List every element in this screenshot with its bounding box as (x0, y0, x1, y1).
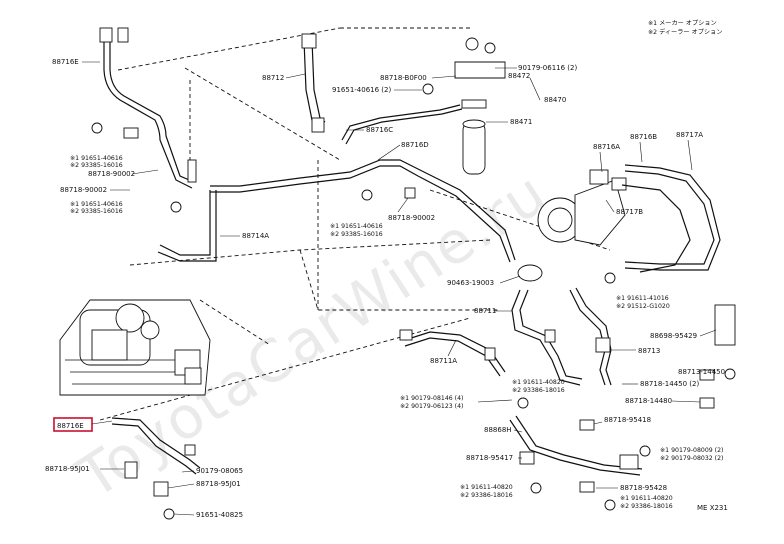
bolt-icon (604, 499, 616, 511)
highlight-box (53, 417, 93, 432)
label-88711A[interactable]: 88711A (430, 357, 457, 365)
part-labels: 88716E 88712 88718-B0F00 91651-40616 (2)… (45, 58, 728, 519)
bolt-icon (422, 83, 434, 95)
label-91611-41016[interactable]: ※1 91611-41016 (616, 295, 669, 302)
label-88718-95428[interactable]: 88718-95428 (620, 484, 667, 492)
bolt-icon (517, 397, 529, 409)
label-88718-95J01-b[interactable]: 88718-95J01 (196, 480, 241, 488)
label-90179-08146[interactable]: ※1 90179-08146 (4) (400, 395, 463, 402)
label-88718-90002-b[interactable]: 88718-90002 (60, 186, 107, 194)
label-88716C[interactable]: 88716C (366, 126, 393, 134)
bolt-icon (724, 368, 736, 380)
label-91611-40820-a[interactable]: ※1 91611-40820 (512, 379, 565, 386)
label-93385-16016-a[interactable]: ※2 93385-16016 (70, 162, 123, 169)
compressor (537, 169, 627, 246)
bolt-icon (361, 189, 373, 201)
label-91651-40616-2[interactable]: 91651-40616 (2) (332, 86, 391, 94)
clamps (123, 127, 736, 497)
label-91611-40820-c[interactable]: ※1 91611-40820 (620, 495, 673, 502)
label-88471[interactable]: 88471 (510, 118, 532, 126)
label-88716A[interactable]: 88716A (593, 143, 620, 151)
label-90179-08009[interactable]: ※1 90179-08009 (2) (660, 447, 723, 454)
label-88716D[interactable]: 88716D (401, 141, 429, 149)
label-88698-95429[interactable]: 88698-95429 (650, 332, 697, 340)
label-88718-95417[interactable]: 88718-95417 (466, 454, 513, 462)
label-88714A[interactable]: 88714A (242, 232, 269, 240)
label-88716B-top[interactable]: 88716B (630, 133, 657, 141)
label-91512-G1020[interactable]: ※2 91512-G1020 (616, 303, 670, 310)
label-91651-40616-c[interactable]: ※1 91651-40616 (330, 223, 383, 230)
legend-line-1: ※1 メーカー オプション (648, 20, 717, 27)
label-88712[interactable]: 88712 (262, 74, 284, 82)
label-88718-14450-2[interactable]: 88718-14450 (2) (640, 380, 699, 388)
label-88717B[interactable]: 88717B (616, 208, 643, 216)
label-93386-18016-b[interactable]: ※2 93386-18016 (460, 492, 513, 499)
label-91651-40825[interactable]: 91651-40825 (196, 511, 243, 519)
label-93386-18016-a[interactable]: ※2 93386-18016 (512, 387, 565, 394)
dashed-guides (99, 27, 611, 421)
label-93385-16016-b[interactable]: ※2 93385-16016 (70, 208, 123, 215)
label-90179-06116-2[interactable]: 90179-06116 (2) (518, 64, 577, 72)
label-88717A[interactable]: 88717A (676, 131, 703, 139)
label-91651-40616-a[interactable]: ※1 91651-40616 (70, 155, 123, 162)
label-88718-14480[interactable]: 88718-14480 (625, 397, 672, 405)
label-88713-14450[interactable]: 88713-14450 (678, 368, 725, 376)
label-88718-95418[interactable]: 88718-95418 (604, 416, 651, 424)
legend-line-2: ※2 ディーラー オプション (648, 28, 723, 36)
label-88716E-main[interactable]: 88716E (57, 422, 84, 430)
engine-block (59, 299, 211, 396)
label-88713[interactable]: 88713 (638, 347, 660, 355)
bolt-icon (163, 508, 175, 520)
label-88718-B0F00[interactable]: 88718-B0F00 (380, 74, 427, 82)
legend: ※1 メーカー オプション ※2 ディーラー オプション (648, 20, 723, 36)
label-88470[interactable]: 88470 (544, 96, 566, 104)
label-91651-40616-b[interactable]: ※1 91651-40616 (70, 201, 123, 208)
label-88868H[interactable]: 88868H (484, 426, 512, 434)
label-88472[interactable]: 88472 (508, 72, 530, 80)
label-88716E-top[interactable]: 88716E (52, 58, 79, 66)
bolt-icon (604, 272, 616, 284)
label-88718-95J01-a[interactable]: 88718-95J01 (45, 465, 90, 473)
label-90463-19003[interactable]: 90463-19003 (447, 279, 494, 287)
bolt-icon (91, 122, 103, 134)
label-90179-06123[interactable]: ※2 90179-06123 (4) (400, 403, 463, 410)
label-88718-90002-a[interactable]: 88718-90002 (88, 170, 135, 178)
pipes (99, 27, 721, 476)
label-88711[interactable]: 88711 (474, 307, 496, 315)
label-93386-18016-c[interactable]: ※2 93386-18016 (620, 503, 673, 510)
bolt-icon (639, 445, 651, 457)
label-88718-90002-c[interactable]: 88718-90002 (388, 214, 435, 222)
label-91611-40820-b[interactable]: ※1 91611-40820 (460, 484, 513, 491)
bolt-icon (170, 201, 182, 213)
label-90179-08032[interactable]: ※2 90179-08032 (2) (660, 455, 723, 462)
diagram-code: ME X231 (697, 504, 728, 512)
label-90179-08065[interactable]: 90179-08065 (196, 467, 243, 475)
label-93385-16016-c[interactable]: ※2 93385-16016 (330, 231, 383, 238)
bolt-markers (91, 83, 736, 520)
bolt-icon (530, 482, 542, 494)
